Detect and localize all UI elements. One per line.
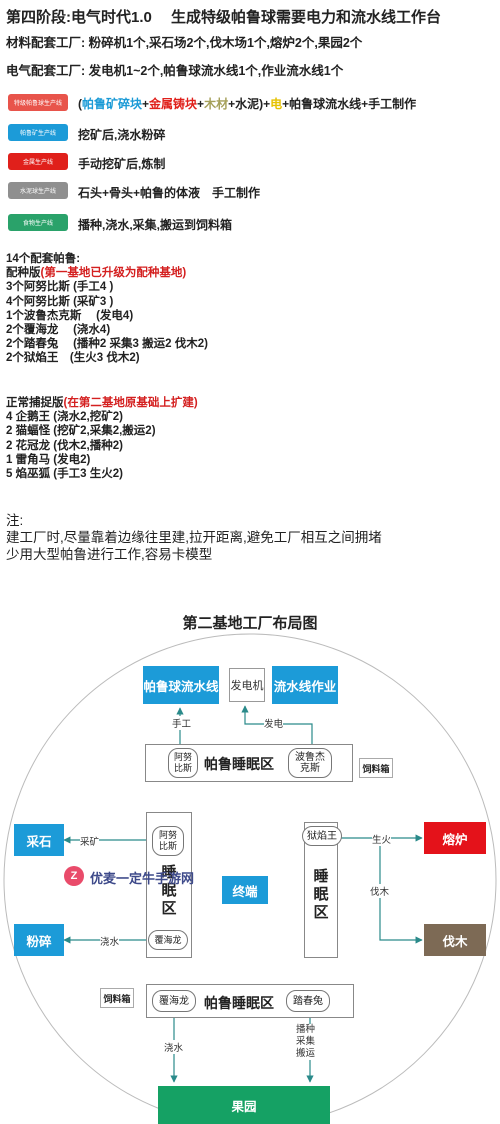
watermark-logo-icon: Z <box>64 866 84 886</box>
recipe-wood: 木材 <box>204 97 229 111</box>
work-assembly-line-box: 流水线作业 <box>272 666 338 704</box>
pal-list-item: 2 猫蝠怪 (挖矿2,采集2,搬运2) <box>6 425 156 438</box>
terminal-box: 终端 <box>222 876 268 904</box>
watermark-text: 优麦一定牛手游网 <box>90 871 195 886</box>
metal-line-desc: 手动挖矿后,炼制 <box>78 157 166 171</box>
recipe-metal: 金属铸块 <box>149 97 198 111</box>
top-sleep-zone-label: 帕鲁睡眠区 <box>204 756 274 772</box>
base-boundary-circle <box>3 633 497 1124</box>
ball-assembly-line-box: 帕鲁球流水线 <box>143 666 219 704</box>
watering-label-bottom: 浇水 <box>164 1040 184 1054</box>
pal-list-item: 2个狱焰王 (生火3 伐木2) <box>6 352 140 365</box>
food-line-tag: 食物生产线 <box>8 214 68 231</box>
special-ball-tag: 特级帕鲁球生产线 <box>8 94 68 111</box>
mining-label: 采矿 <box>80 834 100 848</box>
pal-list-item: 2个踏春兔 (播种2 采集3 搬运2 伐木2) <box>6 338 208 351</box>
logging-label: 伐木 <box>370 884 390 898</box>
food-line-desc: 播种,浇水,采集,搬运到饲料箱 <box>78 218 233 232</box>
recipe-electric: 电 <box>270 97 283 111</box>
pal-list-item: 1个波鲁杰克斯 (发电4) <box>6 309 134 322</box>
power-label: 发电 <box>264 716 284 730</box>
pal-list-item: 2 花冠龙 (伐木2,播种2) <box>6 439 123 452</box>
recipe-open: ( <box>78 97 82 111</box>
pal-list-item: 4 企鹅王 (浇水2,挖矿2) <box>6 411 123 424</box>
left-sleep-zone-label: 睡 眠 区 <box>161 864 177 917</box>
pal-list-item: 2个覆海龙 (浇水4) <box>6 324 111 337</box>
catch-heading: 正常捕捉版(在第二基地原基础上扩建) <box>6 397 198 409</box>
orchard-box: 果园 <box>158 1086 330 1124</box>
pal-heading: 14个配套帕鲁: <box>6 253 81 265</box>
recipe-cement: +水泥)+ <box>228 97 271 111</box>
feed-box-top: 饲料箱 <box>359 758 393 778</box>
pal-list-item: 5 焰巫狐 (手工3 生火2) <box>6 468 123 481</box>
anubis-top: 阿努 比斯 <box>168 748 198 778</box>
lyleen-pal: 踏春兔 <box>286 990 330 1012</box>
fire-label: 生火 <box>372 832 392 846</box>
farm-tasks-label: 播种 采集 搬运 <box>296 1024 316 1060</box>
stone-quarry-box: 采石 <box>14 824 64 856</box>
crusher-box: 粉碎 <box>14 924 64 956</box>
watering-label-left: 浇水 <box>100 934 120 948</box>
pal-list: 14个配套帕鲁: 配种版(第一基地已升级为配种基地) 3个阿努比斯 (手工4 )… <box>6 252 208 366</box>
electric-line: 电气配套工厂: 发电机1~2个,帕鲁球流水线1个,作业流水线1个 <box>6 64 344 78</box>
pal-list-item: 4个阿努比斯 (采矿3 ) <box>6 295 114 308</box>
pal-list-item: 3个阿努比斯 (手工4 ) <box>6 281 114 294</box>
jormuntide-bottom: 覆海龙 <box>152 990 196 1012</box>
anubis-left: 阿努 比斯 <box>152 826 184 856</box>
jormuntide-left: 覆海龙 <box>148 930 188 950</box>
cement-line-desc: 石头+骨头+帕鲁的体液 手工制作 <box>78 186 261 200</box>
feed-box-bottom: 饲料箱 <box>100 988 134 1008</box>
breed-note: (第一基地已升级为配种基地) <box>40 267 187 280</box>
handwork-label: 手工 <box>172 716 192 730</box>
generator-box: 发电机 <box>229 668 265 702</box>
breed-heading: 配种版(第一基地已升级为配种基地) <box>6 267 187 280</box>
notes-line-1: 建工厂时,尽量靠着边缘往里建,拉开距离,避免工厂相互之间拥堵 <box>6 530 382 545</box>
catch-list: 正常捕捉版(在第二基地原基础上扩建) 4 企鹅王 (浇水2,挖矿2) 2 猫蝠怪… <box>6 396 198 481</box>
notes: 注: 建工厂时,尽量靠着边缘往里建,拉开距离,避免工厂相互之间拥堵 少用大型帕鲁… <box>6 512 382 563</box>
recipe-plus-2: + <box>197 97 205 111</box>
ore-line-desc: 挖矿后,浇水粉碎 <box>78 128 166 142</box>
blazamut-pal: 狱焰王 <box>302 826 342 846</box>
recipe-ore: 帕鲁矿碎块 <box>82 97 143 111</box>
page-title: 第四阶段:电气时代1.0 生成特级帕鲁球需要电力和流水线工作台 <box>6 9 442 26</box>
special-ball-recipe: (帕鲁矿碎块+金属铸块+木材+水泥)+电+帕鲁球流水线+手工制作 <box>78 95 416 112</box>
lumber-mill-box: 伐木 <box>424 924 486 956</box>
pal-list-item: 1 雷角马 (发电2) <box>6 453 91 466</box>
recipe-rest: +帕鲁球流水线+手工制作 <box>282 97 417 111</box>
ore-line-tag: 帕鲁矿生产线 <box>8 124 68 141</box>
notes-line-2: 少用大型帕鲁进行工作,容易卡模型 <box>6 547 213 562</box>
furnace-box: 熔炉 <box>424 822 486 854</box>
notes-label: 注: <box>6 513 24 528</box>
right-sleep-zone-label: 睡 眠 区 <box>313 868 329 921</box>
materials-line: 材料配套工厂: 粉碎机1个,采石场2个,伐木场1个,熔炉2个,果园2个 <box>6 36 363 50</box>
recipe-plus-1: + <box>142 97 150 111</box>
bottom-sleep-zone-label: 帕鲁睡眠区 <box>204 995 274 1011</box>
boltmane-pal: 波鲁杰 克斯 <box>288 748 332 778</box>
metal-line-tag: 金属生产线 <box>8 153 68 170</box>
diagram-title: 第二基地工厂布局图 <box>182 615 318 632</box>
cement-line-tag: 水泥球生产线 <box>8 182 68 199</box>
catch-note: (在第二基地原基础上扩建) <box>63 397 198 409</box>
